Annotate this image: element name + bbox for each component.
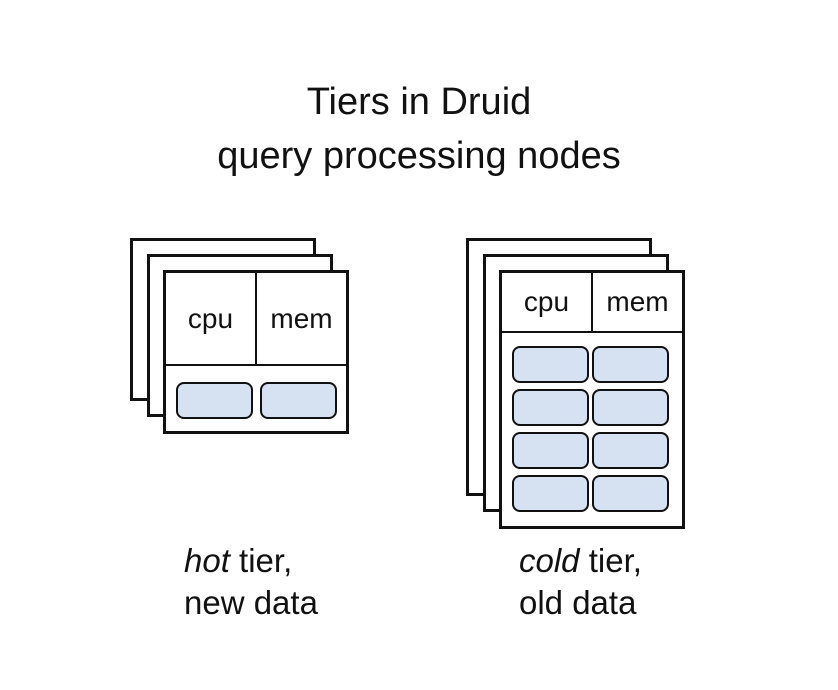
- cold-tier-segment: [512, 346, 589, 383]
- diagram-title-line-2: query processing nodes: [217, 135, 621, 177]
- hot-tier-segment: [260, 382, 337, 419]
- cold-tier-segment: [592, 389, 669, 426]
- cold-tier-cpu-cell: cpu: [523, 286, 570, 317]
- hot-tier-caption-italic: hot: [184, 542, 230, 579]
- cold-tier-node-front: cpu mem: [499, 270, 685, 529]
- hot-tier-caption: hot tier, new data: [184, 540, 318, 624]
- cold-tier-resource-row: cpu mem: [502, 273, 682, 333]
- diagram-title-line-1: Tiers in Druid: [306, 81, 532, 123]
- cold-tier-segment: [512, 475, 589, 512]
- cold-tier-caption: cold tier, old data: [519, 540, 642, 624]
- cold-tier-segment: [512, 432, 589, 469]
- cold-tier-segment: [592, 346, 669, 383]
- hot-tier-mem-cell: mem: [255, 273, 346, 364]
- cold-tier-mem-cell: mem: [591, 273, 682, 331]
- hot-tier-caption-rest: tier,: [229, 542, 293, 579]
- cold-tier-caption-line-1: cold tier,: [519, 540, 642, 582]
- cold-tier-caption-line-2: old data: [519, 584, 637, 621]
- cold-tier-segment: [512, 389, 589, 426]
- cold-tier-caption-rest: tier,: [579, 542, 642, 579]
- cold-tier-segment: [592, 475, 669, 512]
- hot-tier-node-front: cpu mem: [163, 270, 349, 434]
- hot-tier-cpu-cell: cpu: [187, 302, 234, 334]
- hot-tier-resource-row: cpu mem: [166, 273, 346, 366]
- cold-tier-caption-italic: cold: [519, 542, 580, 579]
- hot-tier-segment: [176, 382, 253, 419]
- hot-tier-caption-line-1: hot tier,: [184, 540, 318, 582]
- cold-tier-segment: [592, 432, 669, 469]
- hot-tier-caption-line-2: new data: [184, 584, 318, 621]
